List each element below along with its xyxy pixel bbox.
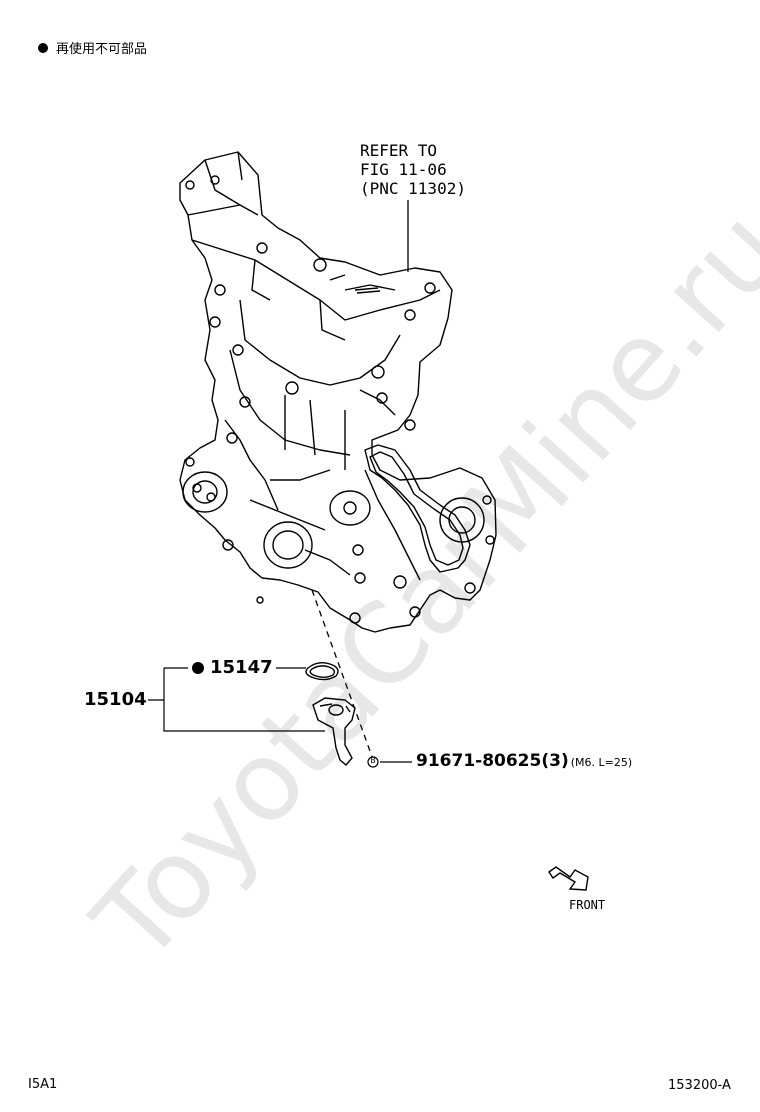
- footer-code-left: I5A1: [28, 1077, 58, 1092]
- bolt-marker-circle: [367, 756, 379, 768]
- legend: 再使用不可部品: [38, 38, 147, 57]
- timing-cover-outline: [179, 151, 497, 633]
- timing-cover-drawing: [179, 151, 497, 633]
- refer-line-3: (PNC 11302): [360, 179, 466, 198]
- bolt-spec: (M6. L=25): [570, 756, 633, 769]
- non-reusable-dot-icon: [38, 42, 48, 53]
- refer-line-2: FIG 11-06: [360, 160, 447, 179]
- gasket-15147-drawing: [305, 661, 339, 681]
- install-dashed-line: [311, 589, 376, 766]
- part-number-91671-80625: 91671-80625(3): [416, 751, 569, 771]
- part-number-15104[interactable]: 15104: [84, 689, 147, 710]
- front-arrow-icon: [548, 866, 589, 891]
- part-15147-label[interactable]: 15147: [192, 657, 273, 678]
- oil-control-valve-drawing: [312, 697, 356, 766]
- refer-note: REFER TO FIG 11-06 (PNC 11302): [360, 141, 466, 198]
- bolt-marker-letter: B: [370, 756, 376, 765]
- part-number-15147: 15147: [210, 657, 273, 678]
- leader-lines: [148, 667, 412, 763]
- front-label: FRONT: [569, 898, 606, 912]
- part-bolt-label[interactable]: 91671-80625(3) (M6. L=25): [416, 751, 632, 771]
- footer-code-right: 153200-A: [668, 1078, 731, 1093]
- legend-text: 再使用不可部品: [56, 42, 148, 57]
- refer-line-1: REFER TO: [360, 141, 438, 160]
- non-reusable-dot-icon: [192, 661, 204, 674]
